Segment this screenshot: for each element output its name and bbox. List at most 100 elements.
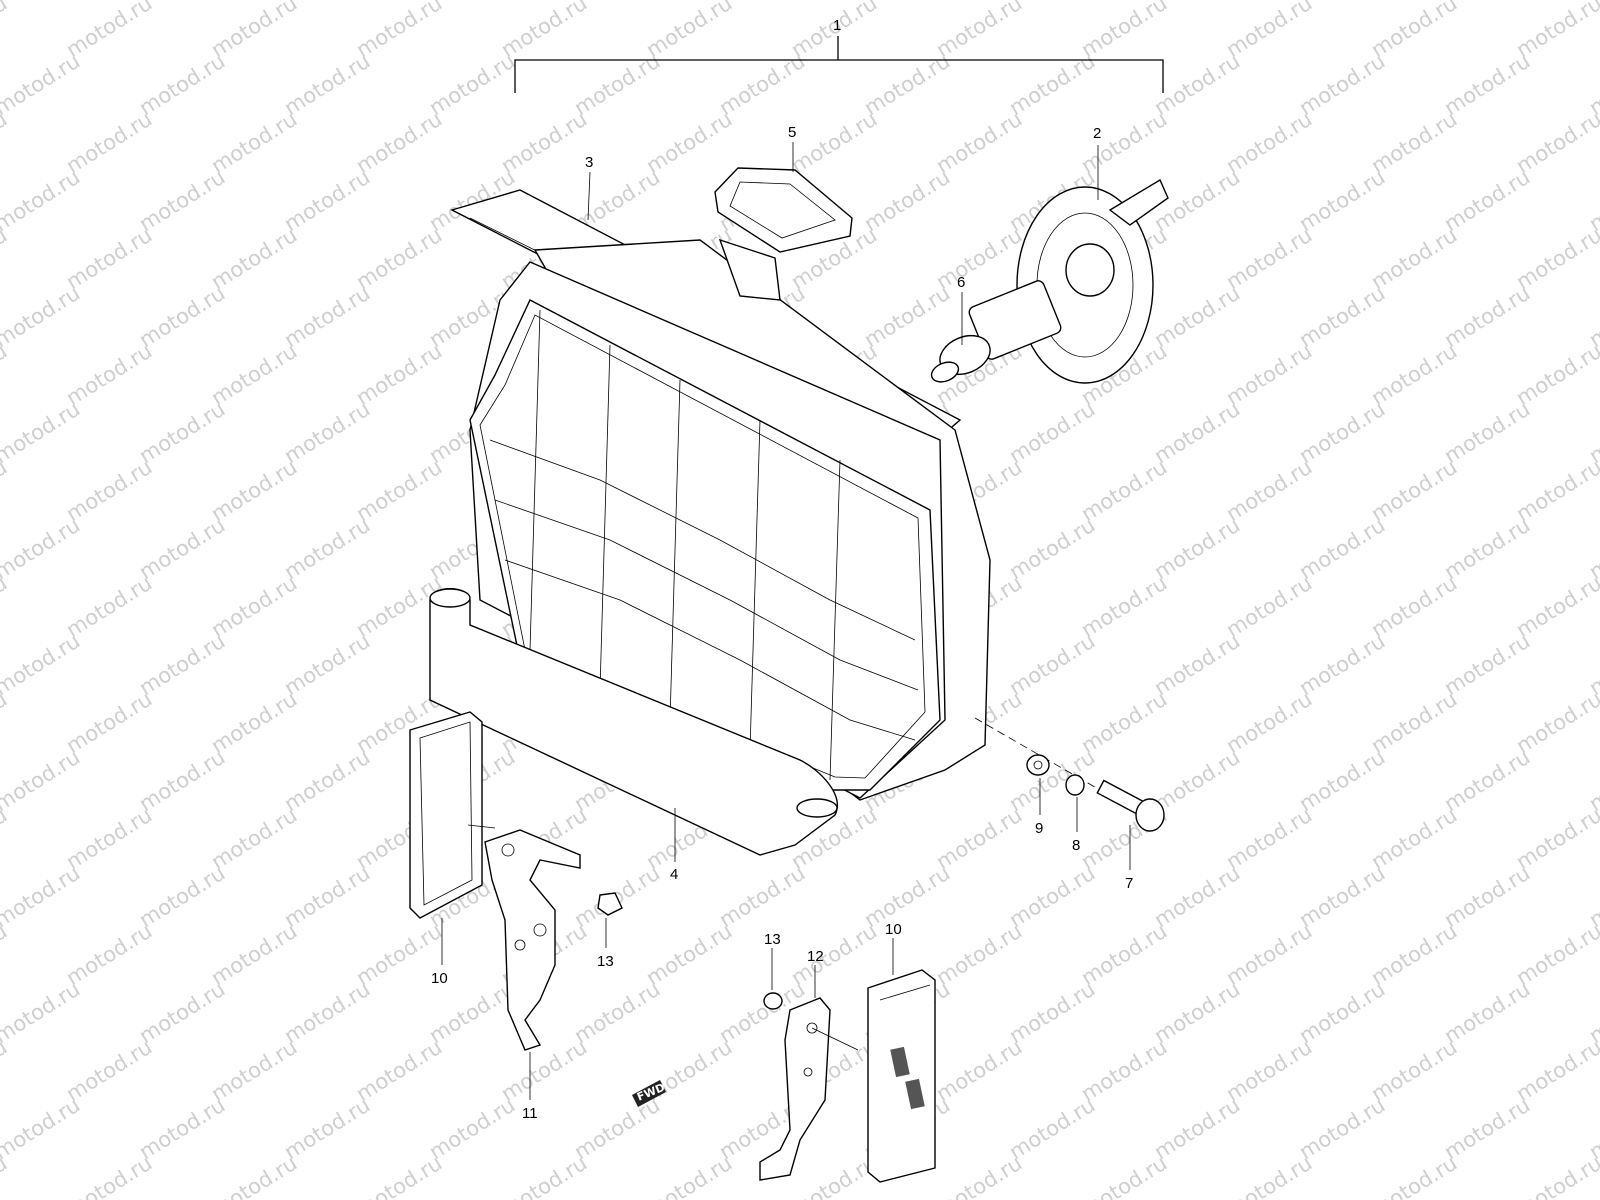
watermark-text: motod.ru bbox=[1367, 803, 1461, 874]
watermark-text: motod.ru bbox=[1512, 455, 1600, 526]
watermark-text: motod.ru bbox=[1440, 165, 1534, 236]
watermark-text: motod.ru bbox=[425, 49, 519, 120]
watermark-text: motod.ru bbox=[1512, 571, 1600, 642]
watermark-text: motod.ru bbox=[1440, 513, 1534, 584]
watermark-text: motod.ru bbox=[1367, 919, 1461, 990]
watermark-text: motod.ru bbox=[1077, 919, 1171, 990]
watermark-text: motod.ru bbox=[280, 281, 374, 352]
watermark-text: motod.ru bbox=[1077, 455, 1171, 526]
watermark-text: motod.ru bbox=[1222, 803, 1316, 874]
watermark-text: motod.ru bbox=[135, 629, 229, 700]
watermark-text: motod.ru bbox=[1150, 397, 1244, 468]
watermark-text: motod.ru bbox=[1367, 107, 1461, 178]
callout-7: 7 bbox=[1125, 875, 1133, 892]
watermark-text: motod.ru bbox=[280, 513, 374, 584]
watermark-text: motod.ru bbox=[0, 513, 84, 584]
watermark-text: motod.ru bbox=[1150, 861, 1244, 932]
watermark-text: motod.ru bbox=[497, 1035, 591, 1106]
watermark-text: motod.ru bbox=[787, 107, 881, 178]
watermark-text: motod.ru bbox=[1367, 455, 1461, 526]
callout-2: 2 bbox=[1093, 125, 1101, 142]
part-6-bulb bbox=[930, 280, 1062, 383]
watermark-text: motod.ru bbox=[642, 919, 736, 990]
assembly-bracket bbox=[514, 36, 1164, 93]
watermark-text: motod.ru bbox=[207, 803, 301, 874]
watermark-text: motod.ru bbox=[1005, 861, 1099, 932]
watermark-text: motod.ru bbox=[0, 861, 84, 932]
watermark-text: motod.ru bbox=[1222, 1151, 1316, 1200]
watermark-text: motod.ru bbox=[1367, 687, 1461, 758]
watermark-text: motod.ru bbox=[280, 1093, 374, 1164]
watermark-text: motod.ru bbox=[62, 339, 156, 410]
watermark-text: motod.ru bbox=[207, 107, 301, 178]
callout-13-left: 13 bbox=[597, 953, 614, 970]
watermark-text: motod.ru bbox=[1440, 977, 1534, 1048]
watermark-text: motod.ru bbox=[1440, 629, 1534, 700]
watermark-text: motod.ru bbox=[1005, 513, 1099, 584]
watermark-text: motod.ru bbox=[1512, 687, 1600, 758]
callout-3: 3 bbox=[585, 154, 593, 171]
watermark-text: motod.ru bbox=[642, 1151, 736, 1200]
part-7-bolt bbox=[1096, 779, 1165, 832]
watermark-text: motod.ru bbox=[207, 0, 301, 62]
watermark-text: motod.ru bbox=[932, 1151, 1026, 1200]
watermark-text: motod.ru bbox=[497, 0, 591, 62]
watermark-text: motod.ru bbox=[0, 745, 84, 816]
callout-10-left: 10 bbox=[431, 970, 448, 987]
watermark-text: motod.ru bbox=[932, 0, 1026, 62]
watermark-text: motod.ru bbox=[352, 223, 446, 294]
watermark-text: motod.ru bbox=[570, 1093, 664, 1164]
watermark-text: motod.ru bbox=[352, 0, 446, 62]
watermark-text: motod.ru bbox=[352, 1035, 446, 1106]
watermark-text: motod.ru bbox=[280, 629, 374, 700]
watermark-text: motod.ru bbox=[135, 861, 229, 932]
watermark-text: motod.ru bbox=[207, 455, 301, 526]
watermark-text: motod.ru bbox=[425, 977, 519, 1048]
watermark-text: motod.ru bbox=[1512, 0, 1600, 62]
watermark-text: motod.ru bbox=[135, 977, 229, 1048]
watermark-text: motod.ru bbox=[0, 1093, 84, 1164]
watermark-text: motod.ru bbox=[0, 0, 84, 4]
watermark-text: motod.ru bbox=[932, 223, 1026, 294]
callout-6: 6 bbox=[957, 274, 965, 291]
part-11-bracket-left bbox=[484, 829, 581, 1051]
watermark-text: motod.ru bbox=[1150, 745, 1244, 816]
watermark-text: motod.ru bbox=[62, 455, 156, 526]
watermark-text: motod.ru bbox=[0, 977, 84, 1048]
watermark-text: motod.ru bbox=[135, 49, 229, 120]
watermark-text: motod.ru bbox=[135, 1093, 229, 1164]
watermark-text: motod.ru bbox=[1222, 687, 1316, 758]
watermark-text: motod.ru bbox=[1077, 687, 1171, 758]
watermark-text: motod.ru bbox=[0, 49, 84, 120]
watermark-text: motod.ru bbox=[932, 107, 1026, 178]
watermark-text: motod.ru bbox=[932, 803, 1026, 874]
watermark-text: motod.ru bbox=[1295, 49, 1389, 120]
watermark-text: motod.ru bbox=[62, 571, 156, 642]
watermark-text: motod.ru bbox=[1077, 571, 1171, 642]
watermark-text: motod.ru bbox=[1367, 1151, 1461, 1200]
watermark-text: motod.ru bbox=[787, 1151, 881, 1200]
watermark-text: motod.ru bbox=[1295, 629, 1389, 700]
callout-12: 12 bbox=[807, 948, 824, 965]
watermark-text: motod.ru bbox=[207, 223, 301, 294]
watermark-text: motod.ru bbox=[62, 1151, 156, 1200]
watermark-text: motod.ru bbox=[280, 49, 374, 120]
watermark-text: motod.ru bbox=[1295, 861, 1389, 932]
watermark-text: motod.ru bbox=[860, 281, 954, 352]
watermark-text: motod.ru bbox=[860, 165, 954, 236]
watermark-text: motod.ru bbox=[1150, 977, 1244, 1048]
watermark-text: motod.ru bbox=[1512, 1035, 1600, 1106]
watermark-text: motod.ru bbox=[1005, 745, 1099, 816]
callout-10-right: 10 bbox=[885, 921, 902, 938]
part-4-lower-trim bbox=[429, 588, 838, 856]
watermark-text: motod.ru bbox=[0, 629, 84, 700]
watermark-text: motod.ru bbox=[62, 1035, 156, 1106]
watermark-text: motod.ru bbox=[1512, 223, 1600, 294]
watermark-text: motod.ru bbox=[715, 861, 809, 932]
watermark-text: motod.ru bbox=[280, 165, 374, 236]
watermark-text: motod.ru bbox=[1222, 0, 1316, 62]
watermark-text: motod.ru bbox=[642, 107, 736, 178]
watermark-text: motod.ru bbox=[1440, 1093, 1534, 1164]
watermark-text: motod.ru bbox=[1367, 223, 1461, 294]
